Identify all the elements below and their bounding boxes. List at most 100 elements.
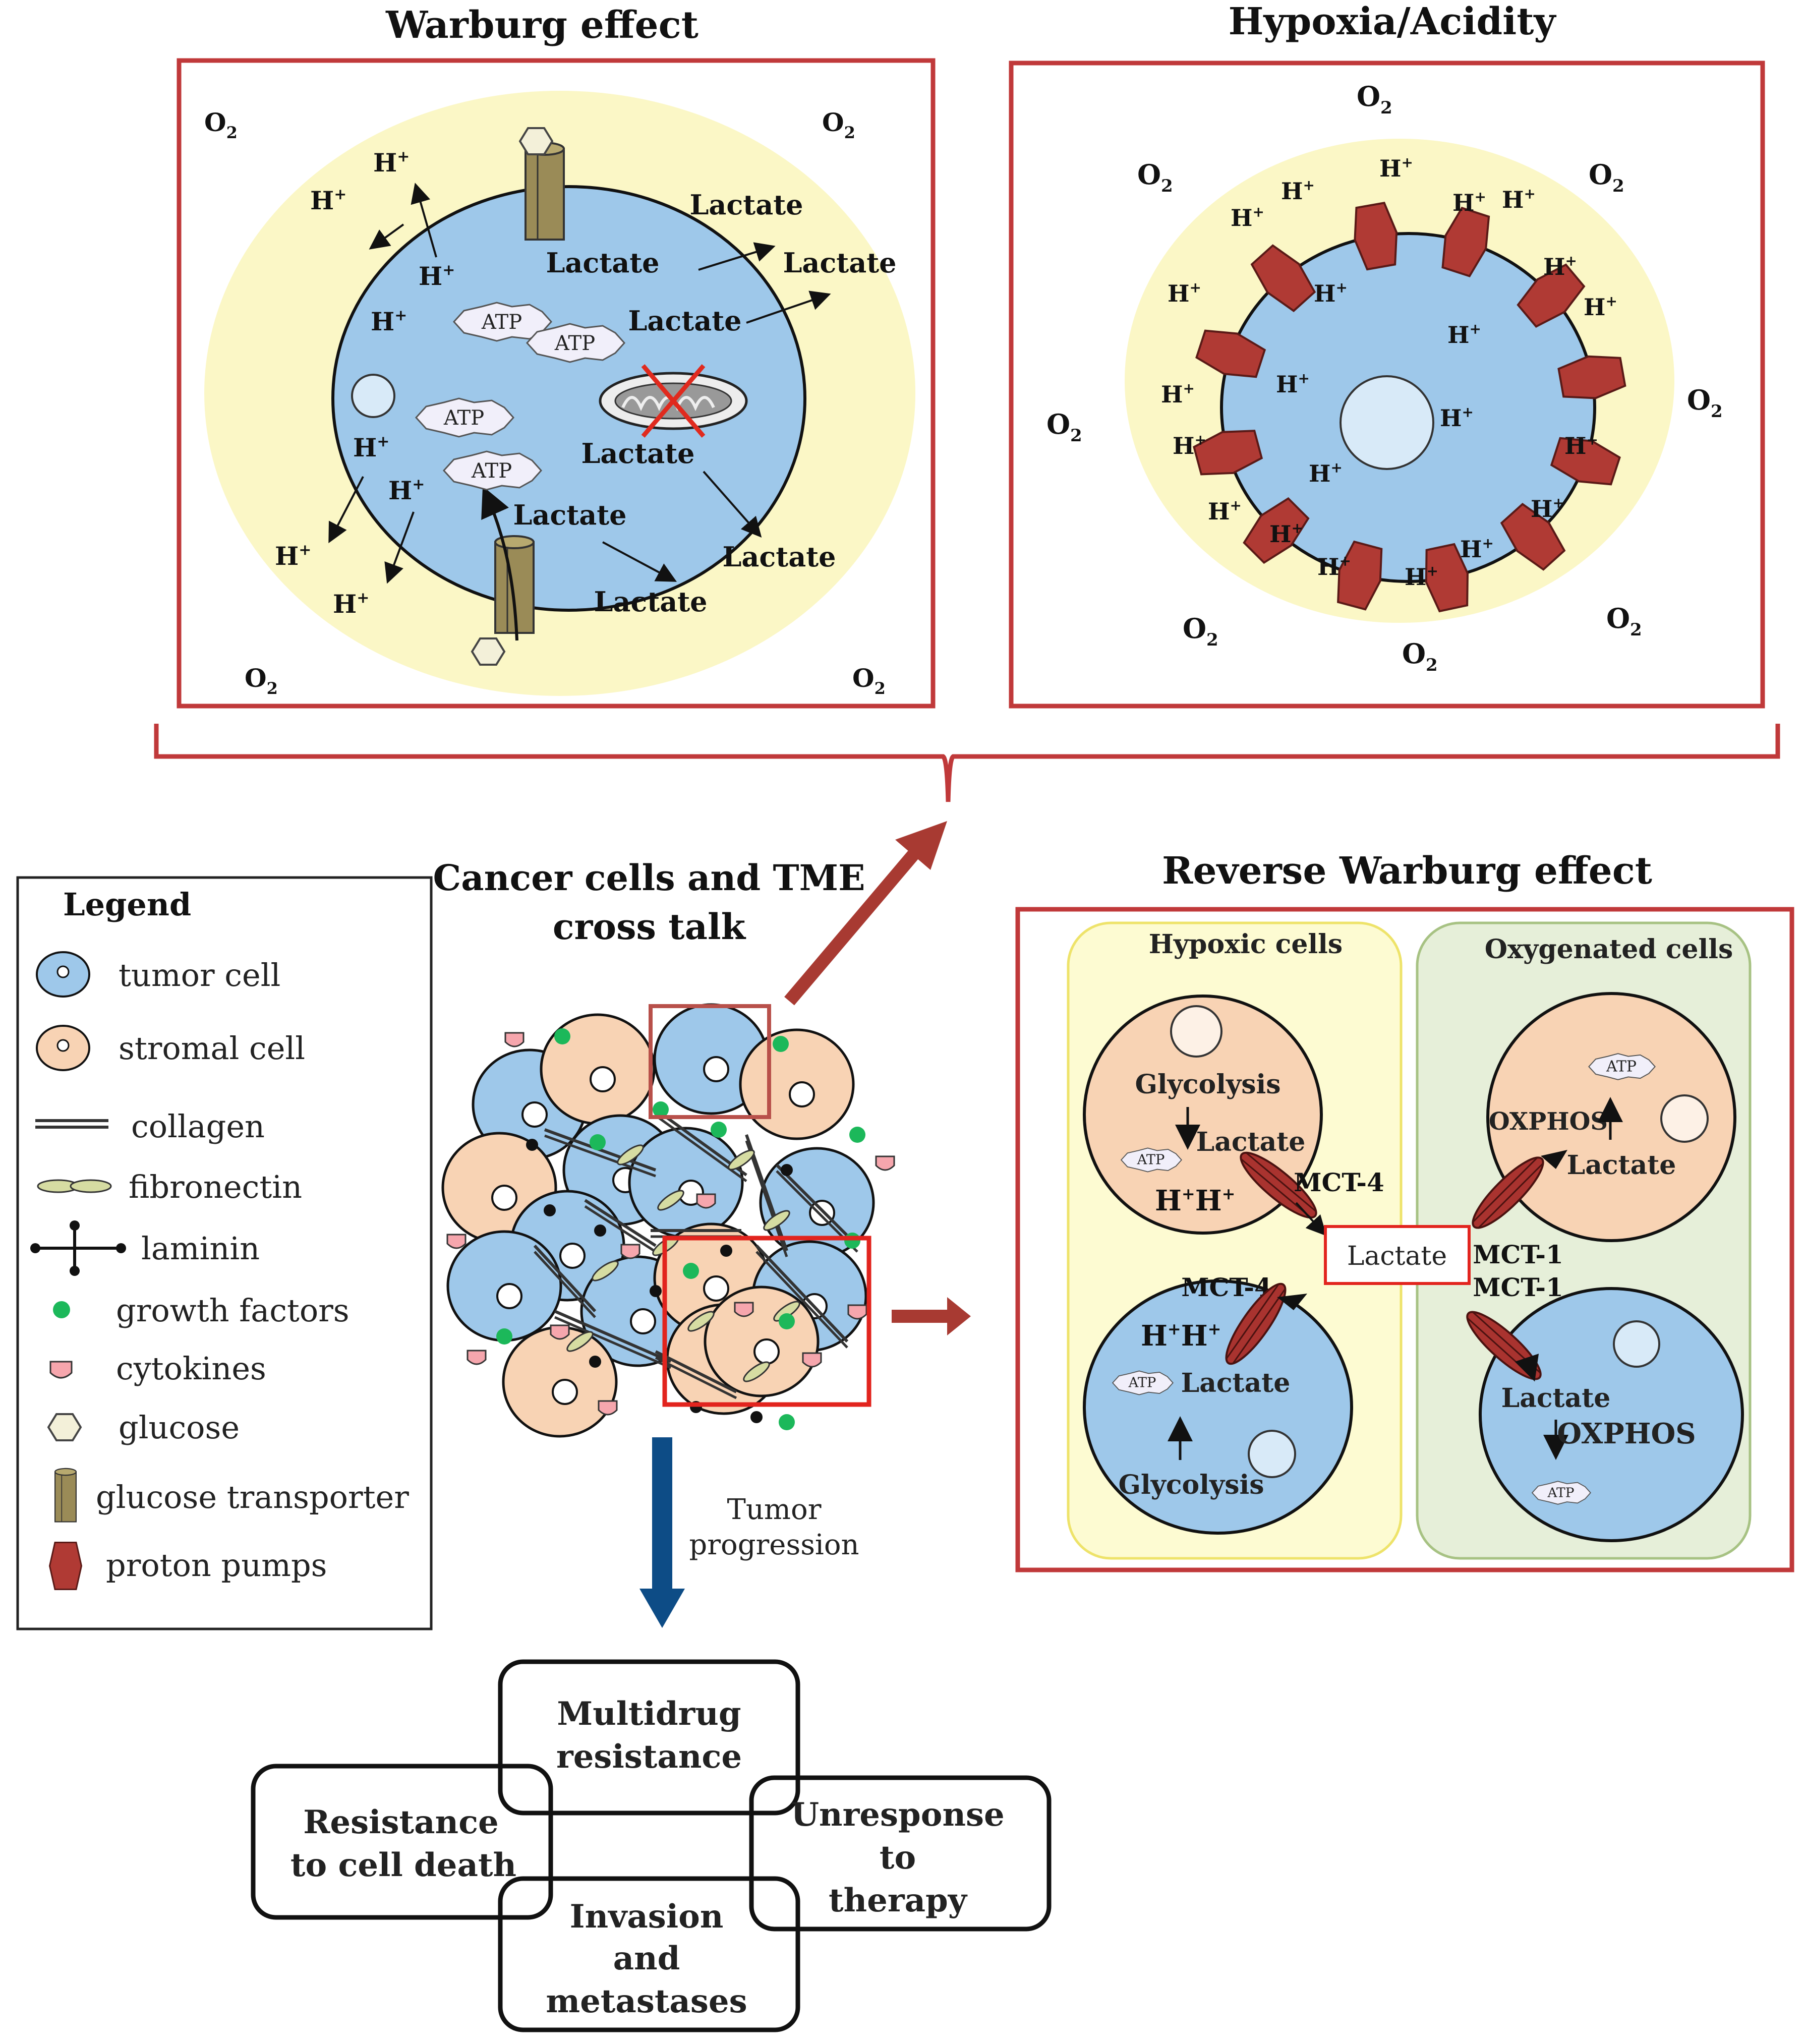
crosstalk-section: Cancer cells and TME cross talk (433, 857, 895, 1438)
collagen-strand (755, 1244, 849, 1343)
laminin-node (750, 1411, 763, 1423)
laminin-node (544, 1204, 556, 1216)
lactate-label: Lactate (1501, 1383, 1611, 1414)
svg-text:O2: O2 (822, 107, 855, 142)
growth-factor (590, 1134, 606, 1150)
svg-text:H+: H+ (1281, 177, 1315, 205)
outcome-text: metastases (546, 1982, 747, 2020)
collagen-strand (584, 1205, 657, 1253)
hypoxia-panel: Hypoxia/Acidity H+ H+ H+ H+ H+ H+ H+ H+ … (1009, 0, 1765, 709)
collagen-strand (755, 1251, 848, 1349)
nucleus (703, 1056, 729, 1082)
svg-text:H+: H+ (1447, 321, 1481, 348)
fibronectin-fiber (728, 1149, 755, 1171)
svg-text:ATP: ATP (554, 332, 595, 355)
cytokine (598, 1400, 618, 1416)
warburg-o2: O2 O2 O2 O2 (204, 107, 886, 698)
svg-text:H+: H+ (1405, 563, 1438, 591)
svg-text:H+: H+ (388, 476, 425, 505)
svg-text:H+: H+ (1584, 293, 1617, 321)
svg-text:H+: H+ (1543, 253, 1577, 280)
warburg-lactate: Lactate (546, 247, 659, 279)
glycolysis-label: Glycolysis (1135, 1069, 1281, 1100)
svg-text:H+: H+ (1276, 370, 1310, 398)
laminin-node (781, 1164, 793, 1176)
atp-cloud: ATP (1588, 1053, 1656, 1080)
outcomes-group (251, 1659, 1052, 2032)
nucleus (1170, 1005, 1222, 1058)
hypoxic-label: Hypoxic cells (1149, 929, 1343, 960)
svg-text:O2: O2 (1357, 80, 1392, 118)
atp-cloud: ATP (453, 302, 552, 342)
h-ions: H+H+ (1141, 1319, 1221, 1353)
glucose-icon (47, 1413, 82, 1441)
hypoxia-o2: O2 O2 O2 O2 O2 O2 O2 O2 (1046, 80, 1723, 675)
mct4-label: MCT-4 (1294, 1167, 1384, 1197)
nucleus (491, 1185, 517, 1211)
legend-label: cytokines (116, 1350, 266, 1387)
legend-label: stromal cell (119, 1030, 305, 1067)
warburg-nucleus (351, 374, 395, 418)
svg-text:H+: H+ (1379, 154, 1413, 182)
svg-text:H+: H+ (419, 261, 455, 291)
lactate-label: Lactate (1181, 1368, 1291, 1398)
atp-cloud: ATP (415, 397, 514, 438)
cytokine (446, 1234, 467, 1249)
collagen-strand (544, 1134, 656, 1178)
outcome-text: resistance (556, 1738, 742, 1776)
svg-text:H+: H+ (1531, 495, 1564, 522)
legend-title: Legend (63, 886, 191, 923)
resistance-box (251, 1764, 553, 1920)
svg-text:O2: O2 (1183, 612, 1218, 650)
svg-text:H+: H+ (1460, 535, 1494, 563)
reverse-title: Reverse Warburg effect (1162, 849, 1652, 893)
svg-text:H+: H+ (353, 433, 389, 462)
shared-lactate-label: Lactate (1347, 1241, 1447, 1271)
fibronectin-fiber (566, 1331, 594, 1352)
cell-cluster (441, 1003, 895, 1438)
svg-text:O2: O2 (1137, 158, 1173, 196)
collagen-strand (775, 1163, 859, 1247)
mct1-label: MCT-1 (1473, 1272, 1563, 1302)
legend-label: growth factors (116, 1292, 350, 1329)
nucleus (630, 1308, 656, 1334)
svg-text:ATP: ATP (1128, 1375, 1156, 1391)
growth-factor (496, 1328, 512, 1345)
laminin-node (720, 1245, 732, 1257)
glucose-transporter-icon (54, 1468, 77, 1523)
svg-text:H+: H+ (333, 589, 369, 619)
svg-text:H+: H+ (1309, 459, 1343, 487)
growth-factor (683, 1263, 699, 1279)
warburg-tumor-cell (331, 185, 806, 612)
nucleus (809, 1200, 835, 1226)
growth-factor-icon (53, 1301, 70, 1318)
laminin-node (526, 1139, 538, 1151)
cytokine (504, 1032, 525, 1047)
svg-text:ATP: ATP (1547, 1485, 1575, 1500)
multidrug-box (498, 1659, 800, 1816)
glucose-icon (471, 637, 505, 666)
cytokine (847, 1304, 867, 1320)
oxygenated-label: Oxygenated cells (1485, 934, 1733, 965)
cytokine (467, 1350, 487, 1365)
hypoxia-title: Hypoxia/Acidity (1229, 0, 1557, 43)
outcome-text: therapy (829, 1882, 968, 1919)
fibronectin-fiber (687, 1311, 715, 1332)
oxphos-label: OXPHOS (1557, 1417, 1696, 1450)
fibronectin-fiber (657, 1190, 684, 1211)
zoom-box-top (649, 1004, 771, 1119)
atp-cloud: ATP (1112, 1370, 1174, 1395)
warburg-lactate: Lactate (722, 541, 836, 573)
outcome-text: to cell death (290, 1846, 516, 1884)
outcome-text: Multidrug (557, 1695, 741, 1733)
invasion-box (498, 1876, 800, 2032)
fibronectin-icon (37, 1179, 112, 1193)
crosstalk-title: Cancer cells and TME (433, 857, 865, 899)
warburg-lactate: Lactate (513, 499, 626, 531)
outcome-text: and (613, 1940, 680, 1977)
arrow-to-reverse-warburg (892, 1297, 971, 1335)
svg-text:ATP: ATP (443, 406, 484, 430)
svg-text:O2: O2 (1046, 408, 1082, 446)
collagen-strand (533, 1244, 597, 1313)
